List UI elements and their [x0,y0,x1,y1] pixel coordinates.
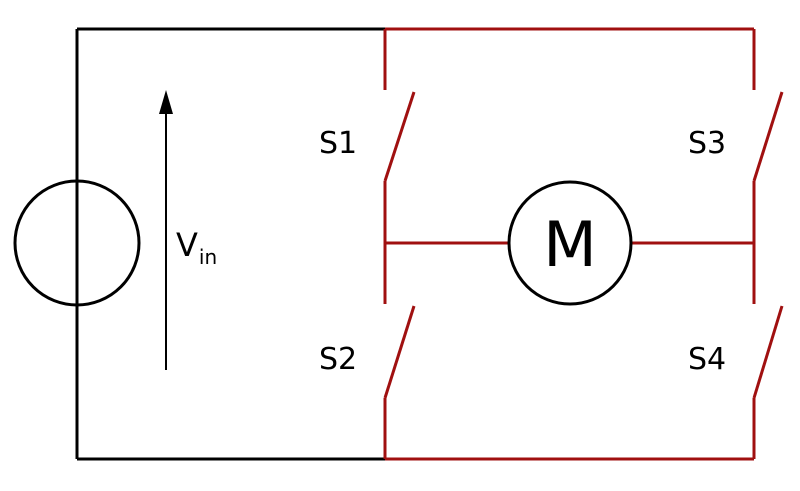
bridge-wiring [383,27,784,461]
motor-circle [507,180,633,306]
motor: M [507,180,633,306]
switch-label-s3: S3 [688,126,726,161]
vin-label-main: V [176,226,198,264]
vin-arrow [159,90,173,370]
s2-blade [383,305,416,399]
vin-label: Vin [176,226,217,269]
switch-label-s2: S2 [319,342,357,377]
s3-blade [752,91,784,182]
vin-arrow-head [159,90,173,114]
switch-label-s1: S1 [319,126,357,161]
motor-label: M [543,208,597,281]
source-wiring [75,27,385,461]
s1-blade [383,91,416,182]
vin-label-subscript: in [199,245,217,269]
s4-blade [752,305,784,399]
switch-label-s4: S4 [688,342,726,377]
voltage-source [13,179,141,307]
